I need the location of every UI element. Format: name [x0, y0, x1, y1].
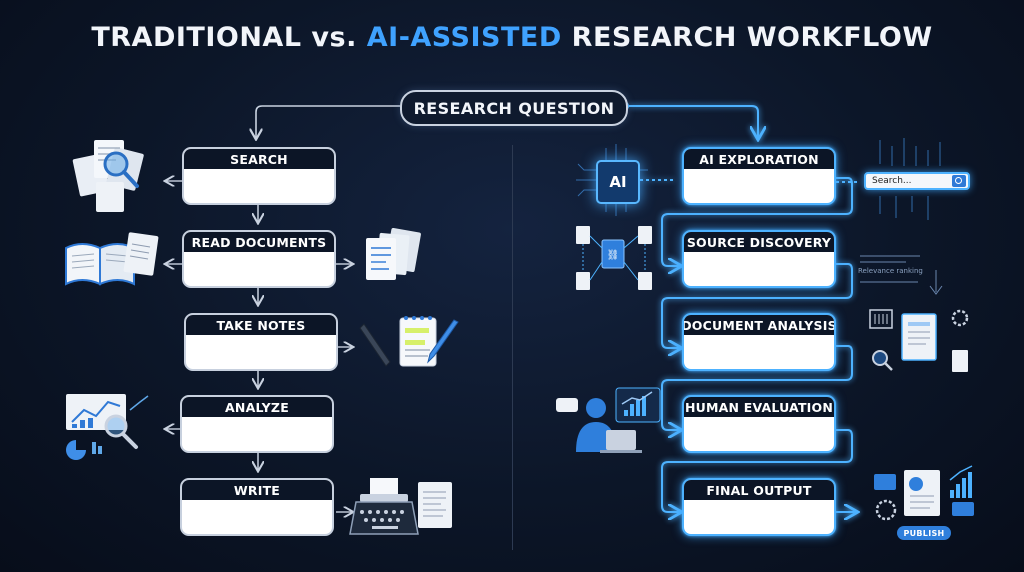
- step-label: HUMAN EVALUATION: [684, 397, 834, 417]
- root-to-ai-connector: [629, 105, 758, 138]
- column-divider: [512, 145, 513, 550]
- step-label: AI EXPLORATION: [684, 149, 834, 169]
- step-label: DOCUMENT ANALYSIS: [684, 315, 834, 335]
- ai-connector-4: [661, 429, 853, 512]
- svg-text:⛓: ⛓: [607, 249, 620, 261]
- relevance-ranking-icon: [860, 255, 943, 295]
- relevance-ranking-label: Relevance ranking: [858, 267, 923, 275]
- step-label: WRITE: [182, 480, 332, 500]
- documents-search-icon: [72, 140, 144, 212]
- open-book-icon: [65, 232, 159, 286]
- step-analyze: ANALYZE: [180, 395, 334, 453]
- step-human-evaluation: HUMAN EVALUATION: [682, 395, 836, 453]
- search-placeholder-text: Search...: [872, 176, 912, 186]
- circuit-traces: [576, 138, 941, 220]
- step-label: READ DOCUMENTS: [184, 232, 334, 252]
- step-ai-exploration: AI EXPLORATION: [682, 147, 836, 205]
- search-icon: [952, 175, 966, 187]
- documents-stack-icon: [366, 228, 421, 280]
- step-label: FINAL OUTPUT: [684, 480, 834, 500]
- step-label: TAKE NOTES: [186, 315, 336, 335]
- title-part-2: RESEARCH WORKFLOW: [561, 22, 933, 53]
- ai-connector-2: [661, 263, 853, 348]
- notepad-pen-icon: [359, 316, 459, 367]
- step-read-documents: READ DOCUMENTS: [182, 230, 336, 288]
- step-label: SOURCE DISCOVERY: [684, 232, 834, 252]
- ai-chip-icon: AI: [596, 160, 640, 204]
- ai-connector-1: [661, 177, 853, 266]
- title-accent: AI-ASSISTED: [366, 22, 562, 53]
- document-analysis-icon: [869, 309, 969, 372]
- source-network-icon: ⛓: [576, 226, 652, 290]
- root-to-traditional-connector: [256, 105, 400, 138]
- step-label: ANALYZE: [182, 397, 332, 417]
- ai-connector-3: [661, 345, 853, 430]
- step-write: WRITE: [180, 478, 334, 536]
- search-bar-illustration: Search...: [864, 172, 970, 190]
- human-evaluation-icon: [556, 387, 661, 453]
- step-source-discovery: SOURCE DISCOVERY: [682, 230, 836, 288]
- step-label: SEARCH: [184, 149, 334, 169]
- title-part-1: TRADITIONAL vs.: [91, 22, 367, 53]
- typewriter-icon: [349, 478, 452, 535]
- step-take-notes: TAKE NOTES: [184, 313, 338, 371]
- step-document-analysis: DOCUMENT ANALYSIS: [682, 313, 836, 371]
- root-node-research-question: RESEARCH QUESTION: [400, 90, 628, 126]
- final-output-icon: [874, 465, 974, 521]
- chart-analysis-icon: [66, 394, 149, 460]
- publish-badge: PUBLISH: [897, 526, 951, 540]
- diagram-title: TRADITIONAL vs. AI-ASSISTED RESEARCH WOR…: [0, 22, 1024, 53]
- step-final-output: FINAL OUTPUT: [682, 478, 836, 536]
- step-search: SEARCH: [182, 147, 336, 205]
